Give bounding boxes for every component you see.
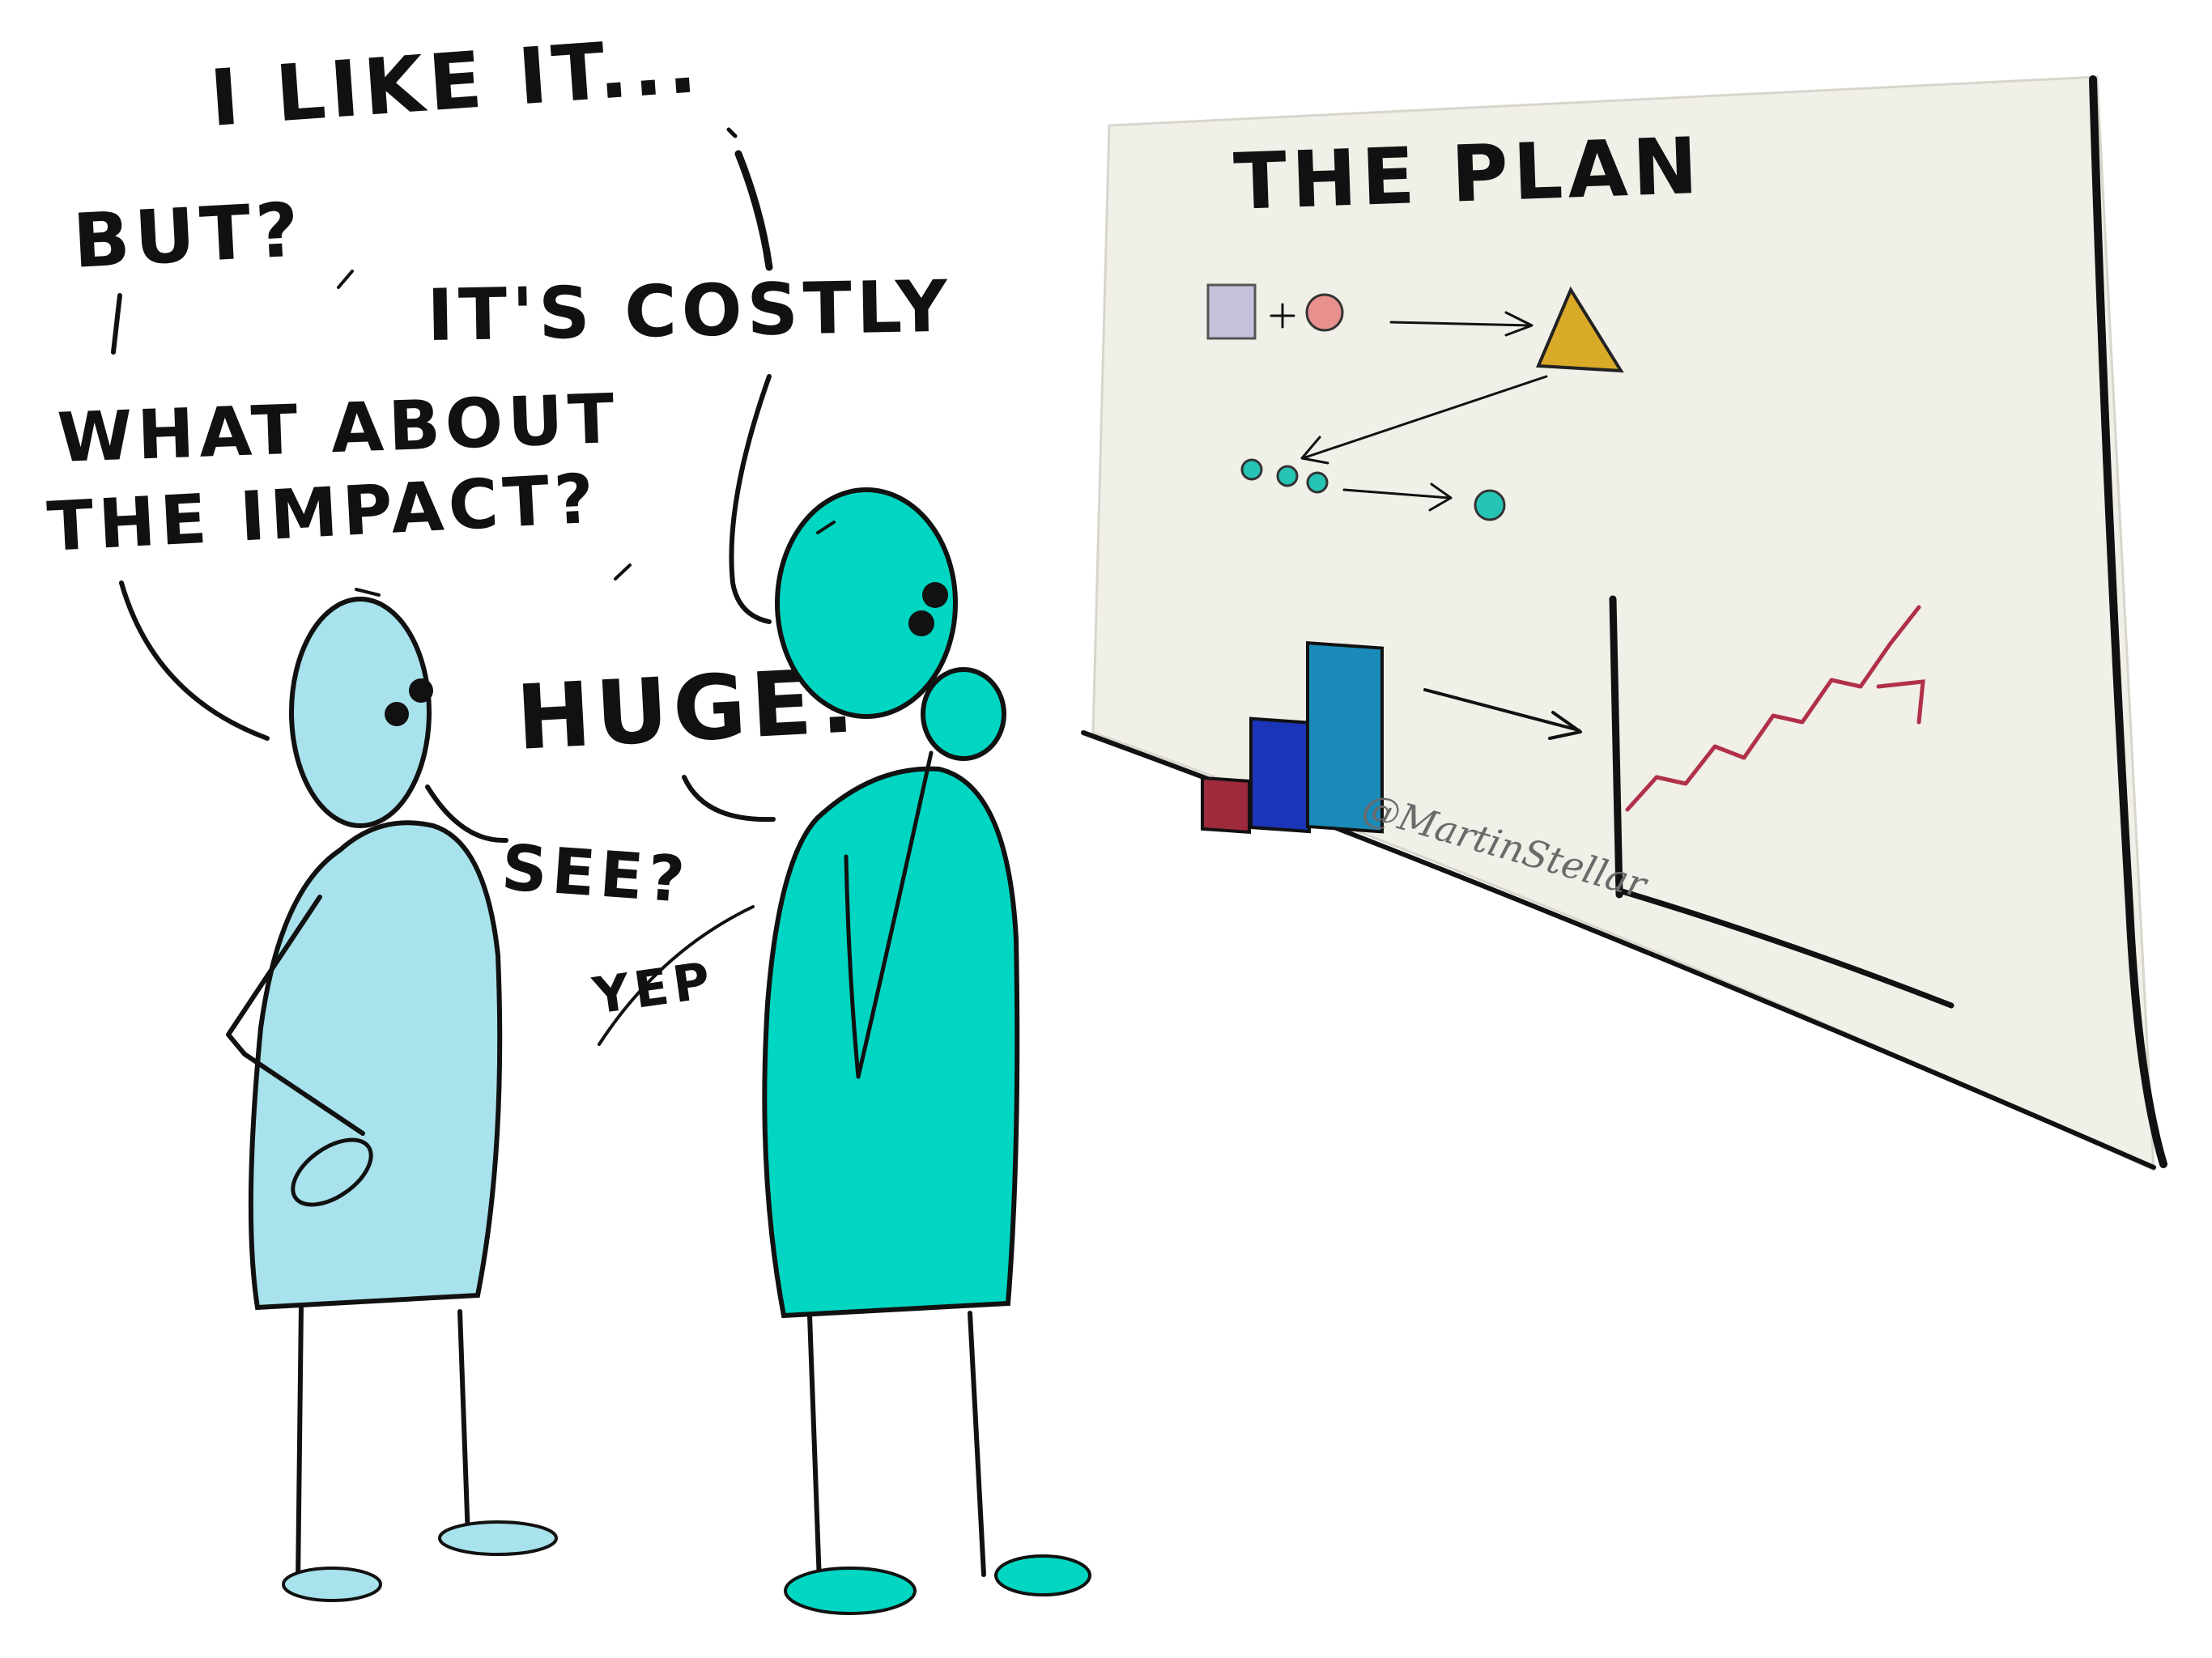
whiteboard-paper xyxy=(1091,75,2155,1172)
right-figure-foot xyxy=(994,1554,1091,1596)
tail-yep xyxy=(598,905,755,1046)
left-figure-leg xyxy=(296,1303,304,1585)
right-figure-hand xyxy=(921,667,1006,761)
left-figure-foot xyxy=(282,1567,382,1602)
left-figure-eye xyxy=(409,678,433,703)
left-figure-hand xyxy=(291,1137,373,1207)
dots-group xyxy=(1240,458,1329,494)
right-figure-leg xyxy=(807,1313,822,1585)
speech-costly: IT'S COSTLY xyxy=(427,265,953,357)
right-figure-head-tick xyxy=(816,521,836,534)
speech-but: BUT? xyxy=(71,186,306,285)
plan-title: THE PLAN xyxy=(1232,121,1704,227)
dot xyxy=(1240,458,1263,481)
dot xyxy=(1306,471,1329,494)
bar-3 xyxy=(1306,640,1384,834)
right-figure-leg xyxy=(968,1311,986,1577)
arrow-to-big-dot xyxy=(1342,483,1453,512)
arrow-to-trend xyxy=(1423,688,1582,740)
trend-y-axis xyxy=(1609,595,1623,899)
right-figure-eye xyxy=(922,582,948,608)
bar-chart xyxy=(1201,640,1384,835)
bar-2 xyxy=(1249,716,1311,834)
right-figure-body xyxy=(762,766,1020,1319)
left-figure xyxy=(226,588,558,1602)
right-figure-head xyxy=(775,487,958,719)
left-figure-head-tick xyxy=(355,588,381,597)
tick-impact xyxy=(614,563,632,580)
right-figure-foot xyxy=(784,1567,917,1615)
dot xyxy=(1276,465,1299,487)
plus-sign xyxy=(1270,303,1295,329)
big-dot xyxy=(1474,489,1506,521)
tick-but xyxy=(337,270,354,289)
speech-yep: YEP xyxy=(589,950,718,1026)
tail-see xyxy=(425,784,508,844)
circle-shape xyxy=(1305,293,1344,332)
square-shape xyxy=(1206,283,1257,340)
left-figure-head xyxy=(289,597,432,828)
left-figure-eye xyxy=(385,702,409,726)
whiteboard-right-edge xyxy=(2089,75,2167,1168)
trend-line xyxy=(1625,605,1921,812)
arrow-to-triangle xyxy=(1389,311,1534,337)
left-figure-arm xyxy=(226,895,365,1136)
whiteboard: THE PLAN @MartinStellar xyxy=(1081,75,2167,1172)
trend-arrowhead xyxy=(1876,679,1925,725)
left-figure-leg xyxy=(457,1309,470,1541)
arrow-to-dots xyxy=(1300,375,1548,465)
trend-x-axis xyxy=(1616,887,1955,1009)
speech-see: SEE? xyxy=(500,831,692,917)
speech-like-it: I LIKE IT... xyxy=(207,19,704,144)
left-figure-foot xyxy=(438,1520,558,1556)
tail-huge xyxy=(682,775,776,823)
speech-impact-line1: WHAT ABOUT xyxy=(56,379,620,478)
tail-costly xyxy=(729,374,772,624)
tail-but xyxy=(111,293,122,355)
bar-1 xyxy=(1201,776,1251,835)
left-figure-body xyxy=(248,820,503,1311)
right-figure xyxy=(762,487,1091,1615)
tick-dot-like xyxy=(726,127,738,138)
tail-like xyxy=(734,150,773,271)
triangle-shape xyxy=(1536,286,1624,373)
right-figure-arm xyxy=(844,750,934,1079)
tail-impact xyxy=(119,580,270,741)
right-figure-eye xyxy=(908,610,934,636)
